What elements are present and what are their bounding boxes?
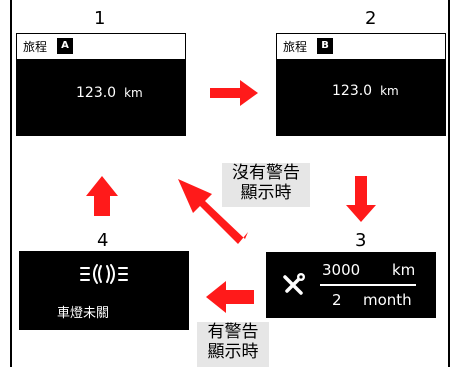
trip-badge: B [317,38,333,54]
arrow-up-icon [86,176,118,216]
headlight-warning-text: 車燈未關 [57,306,110,321]
trip-distance: 123.0 km [76,85,143,101]
arrow-left-icon [206,281,254,313]
wrench-screwdriver-icon [283,273,305,295]
arrow-down-icon [346,176,376,222]
no-warning-line1: 沒有警告 [232,163,300,183]
has-warning-line2: 顯示時 [207,342,259,362]
has-warning-label: 有警告 顯示時 [197,322,269,367]
service-period-unit: month [363,291,412,309]
headlight-warning-panel: 車燈未關 [19,251,189,330]
panel-number-3: 3 [355,230,367,251]
trip-label: 旅程 [283,40,308,54]
service-period-value: 2 [332,291,342,309]
panel-number-2: 2 [365,8,377,29]
service-distance-value: 3000 [322,261,361,279]
trip-distance-value: 123.0 [332,83,373,99]
trip-header: 旅程 B [276,33,446,60]
service-distance-unit: km [392,261,416,279]
trip-label: 旅程 [23,40,48,54]
trip-header: 旅程 A [16,33,186,60]
trip-distance-unit: km [380,84,399,98]
trip-distance: 123.0 km [332,83,399,99]
divider-line [320,284,416,286]
headlight-icon [80,264,128,284]
trip-distance-value: 123.0 [76,85,117,101]
trip-a-panel: 旅程 A 123.0 km [16,33,186,136]
frame-border [10,0,450,367]
panel-number-4: 4 [97,230,109,251]
arrow-right-icon [210,80,258,106]
trip-badge: A [57,38,73,54]
arrow-diagonal-icon [178,179,248,244]
trip-distance-unit: km [124,86,143,100]
panel-number-1: 1 [94,8,106,29]
has-warning-line1: 有警告 [207,322,259,342]
no-warning-line2: 顯示時 [240,183,292,203]
no-warning-label: 沒有警告 顯示時 [222,163,310,207]
service-reminder-panel: 3000 km 2 month [266,252,436,318]
trip-b-panel: 旅程 B 123.0 km [276,33,446,136]
